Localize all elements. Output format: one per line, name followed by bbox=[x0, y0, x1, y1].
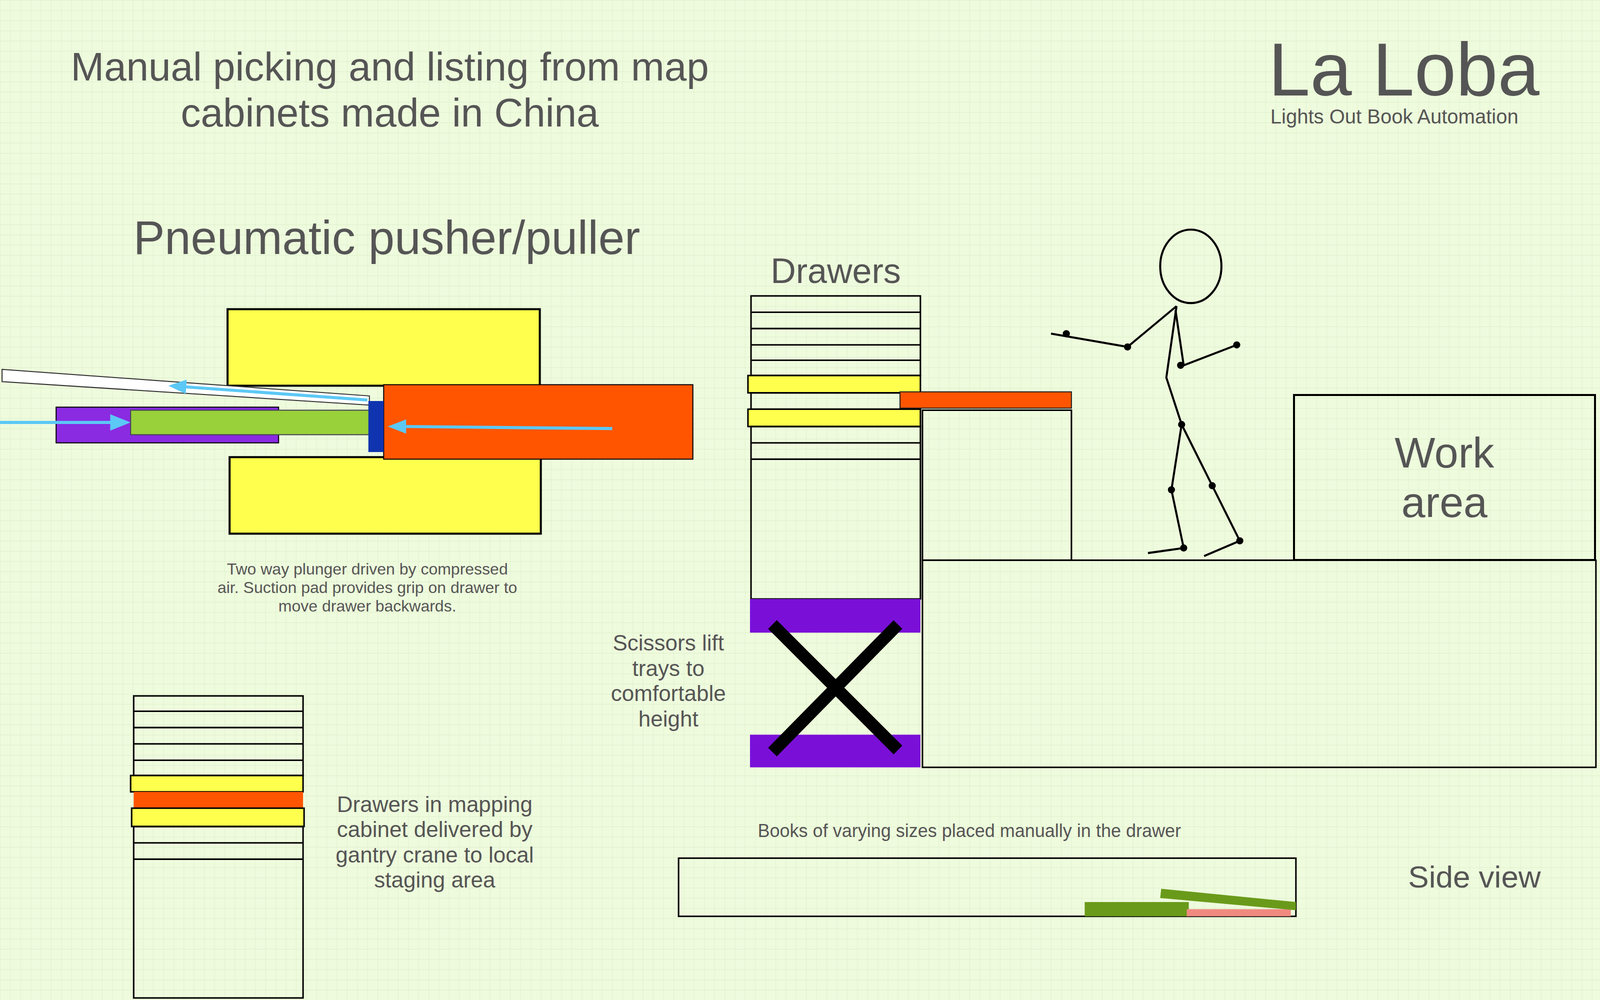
figure-arm bbox=[1175, 310, 1237, 365]
annotation-label: Two way plunger driven by compressed air… bbox=[214, 560, 521, 615]
side-view-drawer bbox=[678, 858, 1296, 916]
drawer-line bbox=[751, 442, 921, 444]
drawer-line bbox=[133, 858, 303, 860]
air-arrow bbox=[0, 421, 112, 424]
floor-platform bbox=[922, 560, 1596, 767]
orange-drawer bbox=[133, 792, 303, 809]
yellow-drawer bbox=[131, 808, 304, 827]
cylinder-body bbox=[383, 384, 693, 459]
drawer-line bbox=[133, 727, 303, 729]
figure-arm bbox=[1051, 306, 1177, 347]
yellow-guide bbox=[229, 457, 541, 534]
annotation-label: Pneumatic pusher/puller bbox=[133, 211, 641, 265]
logo-text: Lights Out Book Automation bbox=[1270, 105, 1519, 128]
air-arrow bbox=[183, 386, 367, 400]
drawer-line bbox=[751, 328, 921, 330]
cabinet-bottom bbox=[133, 826, 303, 998]
annotation-label: Drawers bbox=[770, 253, 901, 290]
figure-leg bbox=[1148, 424, 1184, 553]
scissor-arm bbox=[772, 624, 898, 752]
book bbox=[1160, 889, 1296, 911]
drawer-line bbox=[133, 710, 303, 712]
arrow-head bbox=[168, 379, 187, 394]
joint-dot bbox=[1125, 344, 1130, 350]
drawer-line bbox=[751, 359, 921, 361]
drawer-support bbox=[922, 410, 1072, 560]
joint-dot bbox=[1179, 422, 1184, 427]
empty-slot bbox=[751, 393, 921, 410]
joint-dot bbox=[1169, 487, 1174, 492]
joint-dot bbox=[1064, 331, 1069, 336]
drawer-line bbox=[751, 458, 921, 460]
node-label: Work area bbox=[1362, 428, 1527, 527]
stick-figure bbox=[1051, 229, 1243, 556]
scissors-lift bbox=[750, 599, 921, 768]
page-title: Manual picking and listing from map cabi… bbox=[53, 44, 727, 136]
drawer-stack bbox=[748, 296, 1072, 599]
yellow-drawer bbox=[748, 409, 921, 427]
annotation-label: Drawers in mapping cabinet delivered by … bbox=[312, 792, 557, 893]
joint-dot bbox=[1209, 483, 1215, 488]
joint-dot bbox=[1178, 363, 1183, 368]
pulled-drawer bbox=[900, 392, 1072, 409]
joint-dot bbox=[1181, 545, 1186, 551]
drawer-line bbox=[133, 759, 303, 761]
annotation-label: Scissors lift trays to comfortable heigh… bbox=[592, 630, 745, 732]
book bbox=[1186, 909, 1291, 916]
plunger-rod bbox=[130, 410, 372, 435]
logo-text: La Loba bbox=[1268, 26, 1540, 113]
arrow-head bbox=[110, 414, 131, 431]
air-arrow bbox=[403, 426, 612, 429]
suction-pad bbox=[368, 401, 384, 452]
stack-top bbox=[751, 296, 921, 376]
drawer-line bbox=[751, 311, 921, 313]
figure-head bbox=[1160, 229, 1221, 303]
joint-dot bbox=[1237, 538, 1242, 544]
map-cabinet bbox=[130, 696, 304, 998]
stack-bottom bbox=[751, 426, 921, 599]
annotation-label: Books of varying sizes placed manually i… bbox=[758, 820, 1181, 841]
area-box: Work area bbox=[1293, 394, 1596, 562]
book bbox=[1084, 902, 1189, 917]
drawer-rail bbox=[2, 369, 370, 405]
joint-dot bbox=[1234, 342, 1239, 348]
drawer-line bbox=[751, 344, 921, 346]
pusher-puller bbox=[0, 309, 693, 534]
annotation-label: Side view bbox=[1408, 859, 1541, 895]
figure-leg bbox=[1181, 424, 1240, 556]
drawer-outline bbox=[678, 858, 1296, 916]
cabinet-top bbox=[133, 696, 303, 776]
drawer-line bbox=[133, 842, 303, 844]
yellow-drawer bbox=[748, 375, 921, 393]
drawer-line bbox=[133, 743, 303, 745]
yellow-drawer bbox=[130, 775, 303, 792]
arrow-head bbox=[388, 419, 407, 434]
yellow-guide bbox=[227, 309, 540, 386]
